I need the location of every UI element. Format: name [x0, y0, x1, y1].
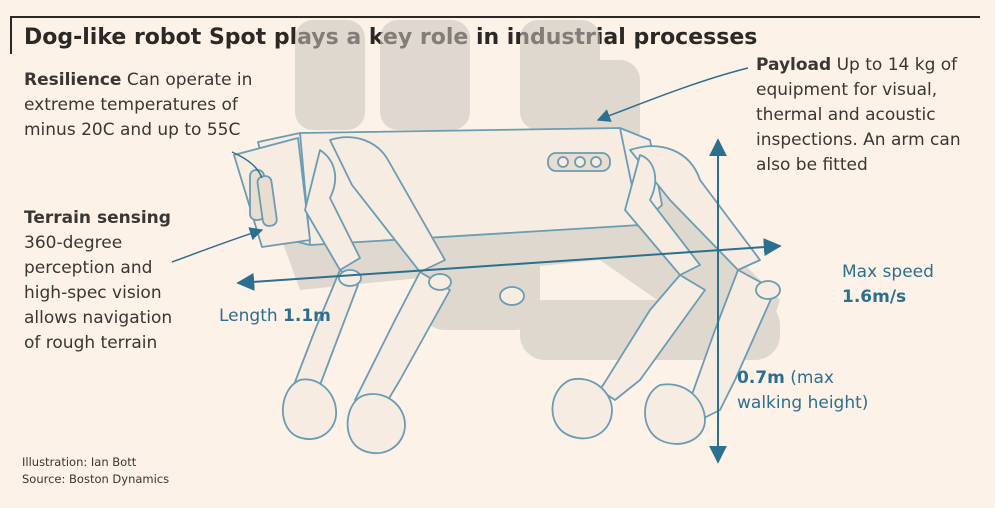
terrain-line-3: high-spec vision	[24, 283, 162, 303]
resilience-leader	[231, 151, 263, 179]
terrain-line-4: allows navigation	[24, 308, 173, 328]
illustration-credit: Illustration: Ian Bott	[22, 455, 137, 469]
payload-leader	[596, 67, 749, 122]
height-value: 0.7m	[737, 368, 785, 388]
speed-value: 1.6m/s	[842, 287, 907, 307]
terrain-line-1: 360-degree	[24, 233, 123, 253]
payload-line-4: inspections. An arm can	[756, 130, 961, 150]
payload-line-2: equipment for visual,	[756, 80, 938, 100]
robot-body	[233, 127, 781, 455]
resilience-text: Can operate in extreme temperatures of m…	[24, 70, 253, 140]
terrain-heading: Terrain sensing	[24, 208, 171, 228]
terrain-line-5: of rough terrain	[24, 333, 158, 353]
speed-label: Max speed 1.6m/s	[842, 262, 934, 307]
terrain-callout: Terrain sensing 360-degree perception an…	[24, 206, 224, 356]
terrain-leader	[171, 227, 264, 263]
payload-line-3: thermal and acoustic	[756, 105, 936, 125]
length-value: 1.1m	[283, 306, 331, 326]
top-rule	[10, 16, 980, 18]
terrain-line-2: perception and	[24, 258, 153, 278]
payload-line-1: Up to 14 kg of	[836, 55, 958, 75]
length-label: Length 1.1m	[219, 306, 331, 326]
payload-line-5: also be fitted	[756, 155, 868, 175]
title-bar	[10, 16, 12, 54]
payload-callout: Payload Up to 14 kg of equipment for vis…	[756, 53, 986, 178]
length-arrow	[236, 238, 782, 291]
height-label: 0.7m (max walking height)	[737, 368, 869, 413]
source-credit: Source: Boston Dynamics	[22, 472, 170, 486]
payload-heading: Payload	[756, 55, 832, 75]
resilience-heading: Resilience	[24, 70, 122, 90]
resilience-callout: Resilience Can operate in extreme temper…	[24, 68, 264, 143]
